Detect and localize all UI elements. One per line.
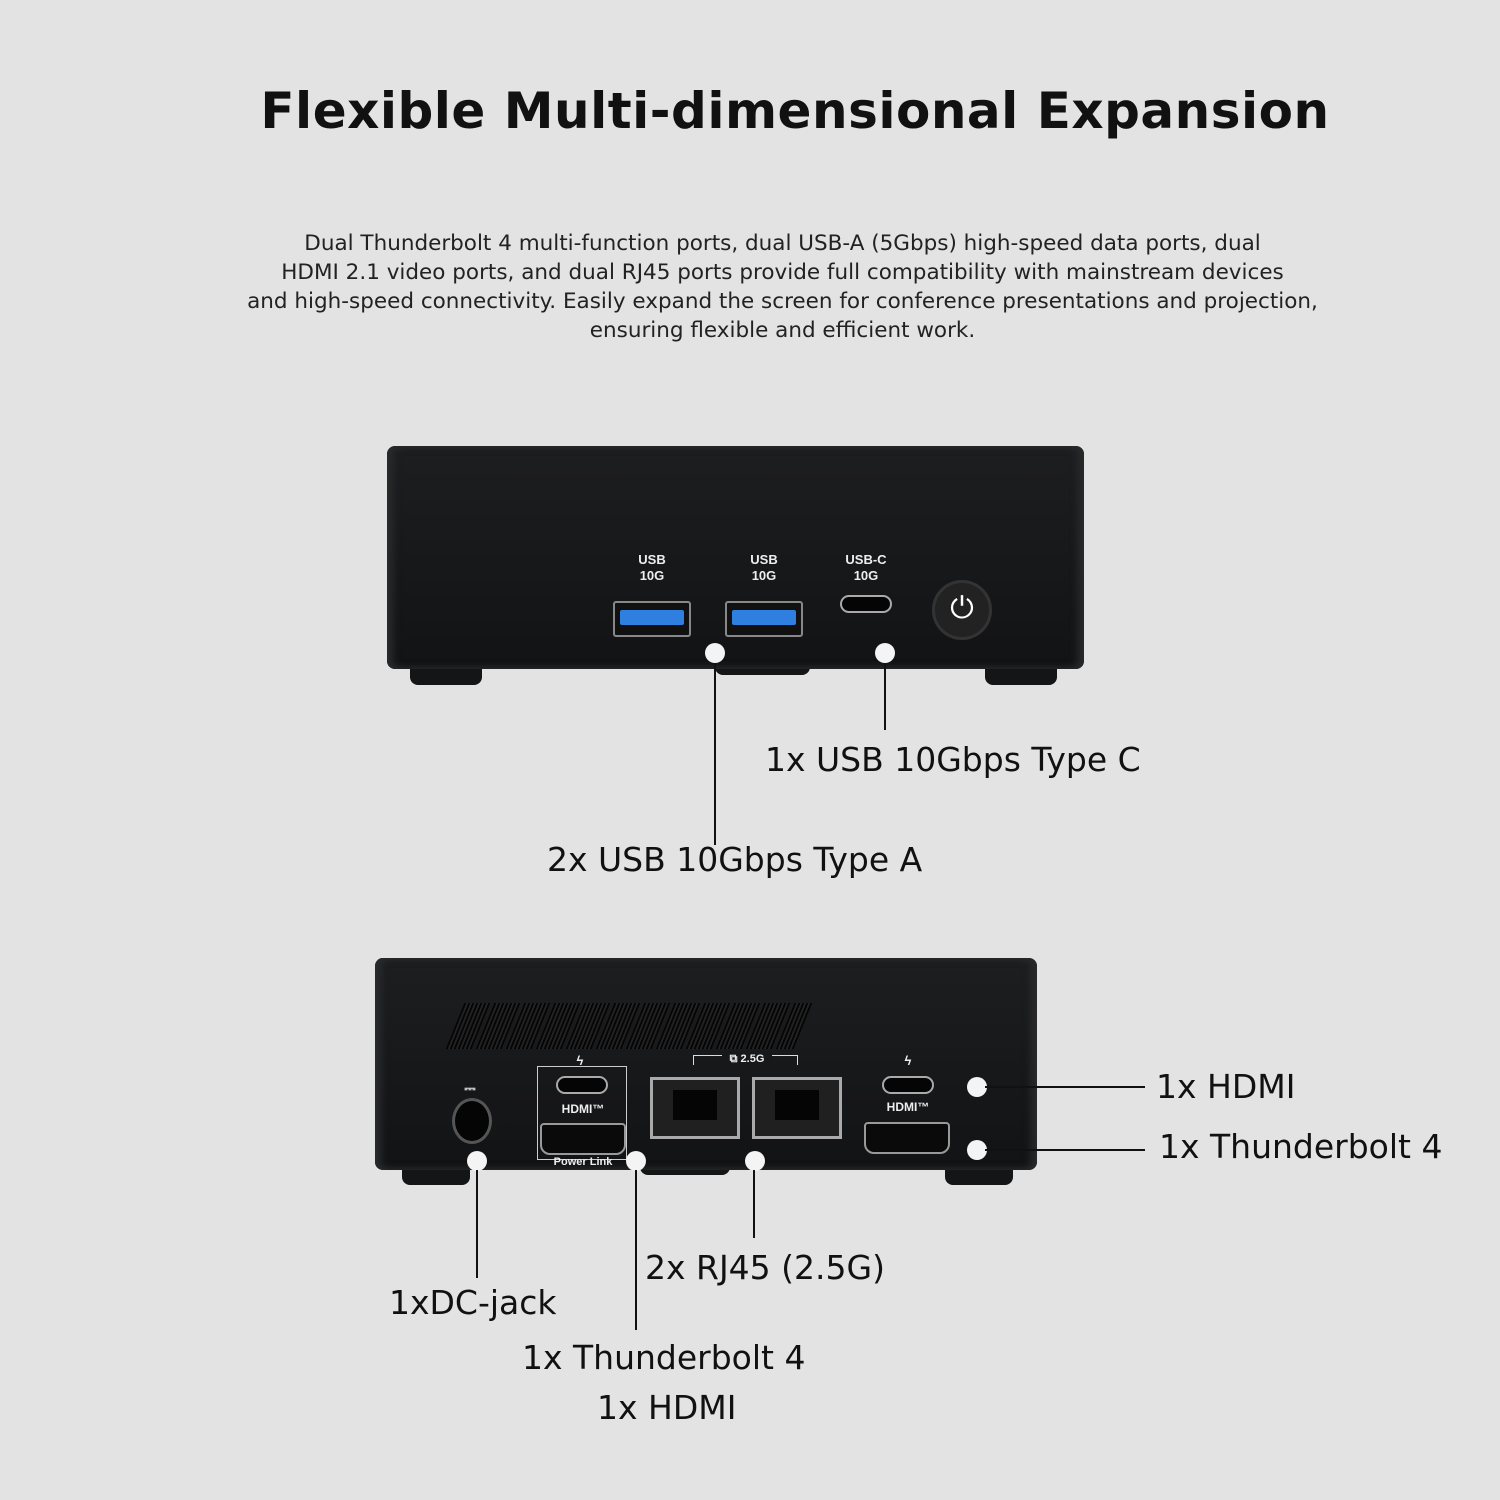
hdmi-port	[540, 1123, 626, 1155]
callout-dot	[745, 1151, 765, 1171]
device-foot	[945, 1168, 1013, 1185]
callout-dot	[626, 1151, 646, 1171]
description-line: HDMI 2.1 video ports, and dual RJ45 port…	[281, 260, 1284, 285]
callout-dot	[967, 1077, 987, 1097]
callout-dot	[467, 1151, 487, 1171]
hdmi-label: HDMI™	[886, 1100, 930, 1114]
thunderbolt-icon: ϟ	[904, 1053, 912, 1068]
dc-jack	[452, 1098, 492, 1144]
callout-hdmi-left: 1x HDMI	[597, 1388, 737, 1427]
power-link-frame	[537, 1066, 627, 1160]
usb-a-port	[725, 601, 803, 637]
vent-grille	[445, 1003, 813, 1049]
callout-line	[884, 663, 886, 730]
callout-line	[635, 1170, 637, 1330]
network-icon: ⧉ 2.5G	[722, 1051, 772, 1067]
callout-line	[985, 1149, 1145, 1151]
device-foot	[715, 665, 810, 675]
callout-dot	[705, 643, 725, 663]
callout-type-a: 2x USB 10Gbps Type A	[547, 840, 923, 879]
power-button-icon: ⏻	[932, 580, 992, 640]
description: Dual Thunderbolt 4 multi-function ports,…	[200, 229, 1365, 345]
dc-power-icon: ⎓	[464, 1080, 476, 1096]
usb-c-port	[840, 595, 892, 613]
callout-dc-jack: 1xDC-jack	[389, 1283, 557, 1322]
hdmi-label: HDMI™	[561, 1102, 605, 1116]
device-foot	[410, 668, 482, 685]
usb-a-port	[613, 601, 691, 637]
device-foot	[402, 1168, 470, 1185]
description-line: Dual Thunderbolt 4 multi-function ports,…	[304, 231, 1261, 256]
hdmi-port	[864, 1122, 950, 1154]
description-line: and high-speed connectivity. Easily expa…	[247, 289, 1318, 314]
page-title: Flexible Multi-dimensional Expansion	[260, 82, 1330, 140]
description-line: ensuring flexible and efficient work.	[589, 318, 976, 343]
callout-tb4-right: 1x Thunderbolt 4	[1159, 1127, 1443, 1166]
power-link-label: Power Link	[553, 1156, 613, 1168]
thunderbolt-port	[556, 1076, 608, 1094]
rj45-port	[650, 1077, 740, 1139]
callout-rj45: 2x RJ45 (2.5G)	[645, 1248, 885, 1287]
callout-line	[985, 1086, 1145, 1088]
callout-dot	[967, 1140, 987, 1160]
thunderbolt-icon: ϟ	[576, 1053, 584, 1068]
callout-dot	[875, 643, 895, 663]
thunderbolt-port	[882, 1076, 934, 1094]
callout-line	[753, 1170, 755, 1238]
device-foot	[985, 668, 1057, 685]
callout-hdmi-right: 1x HDMI	[1156, 1067, 1296, 1106]
rj45-port	[752, 1077, 842, 1139]
callout-line	[476, 1170, 478, 1278]
callout-type-c: 1x USB 10Gbps Type C	[765, 740, 1141, 779]
device-foot	[640, 1165, 730, 1175]
callout-line	[714, 663, 716, 845]
callout-tb4-left: 1x Thunderbolt 4	[522, 1338, 806, 1377]
